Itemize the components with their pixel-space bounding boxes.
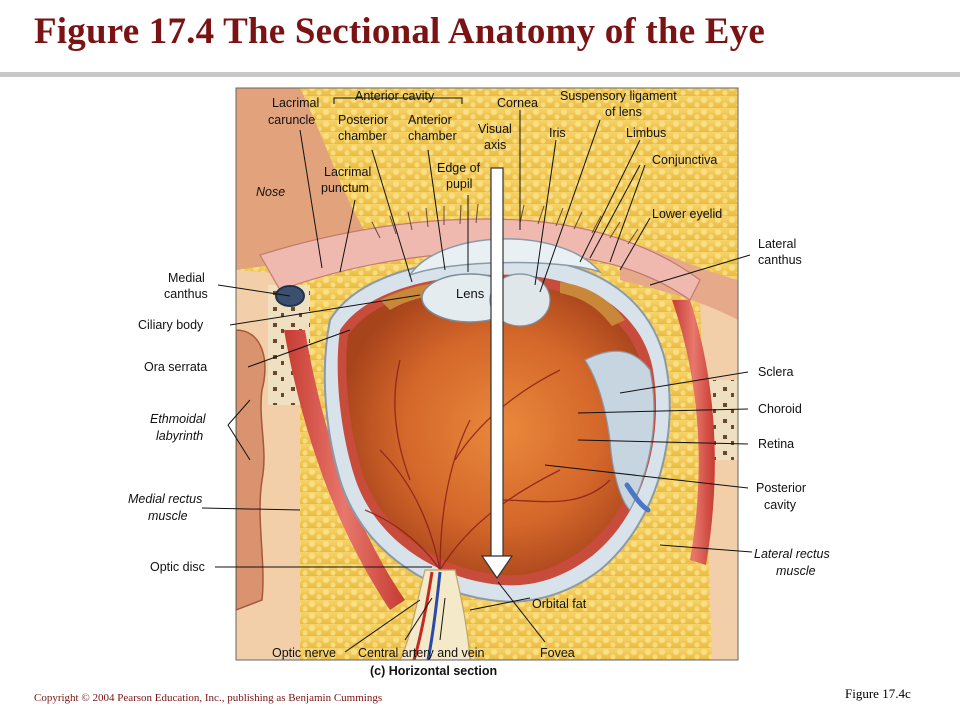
label-central-artery-vein: Central artery and vein bbox=[358, 646, 485, 660]
label-medial-rectus-2: muscle bbox=[148, 509, 188, 523]
page-title: Figure 17.4 The Sectional Anatomy of the… bbox=[34, 11, 765, 52]
label-lateral-canthus-2: canthus bbox=[758, 253, 802, 267]
label-conjunctiva: Conjunctiva bbox=[652, 153, 717, 167]
label-lacrimal-punctum-1: Lacrimal bbox=[324, 165, 371, 179]
medial-rectus-muscle bbox=[284, 330, 405, 610]
central-artery bbox=[412, 571, 434, 660]
copyright-notice: Copyright © 2004 Pearson Education, Inc.… bbox=[34, 692, 383, 704]
label-visual-axis-2: axis bbox=[484, 138, 506, 152]
retinal-vessels bbox=[364, 359, 611, 571]
label-lower-eyelid: Lower eyelid bbox=[652, 207, 722, 221]
label-suspensory-ligament-1: Suspensory ligament bbox=[560, 89, 677, 103]
central-vein bbox=[426, 571, 442, 660]
label-ora-serrata: Ora serrata bbox=[144, 360, 207, 374]
label-lacrimal-punctum-2: punctum bbox=[321, 181, 369, 195]
label-anterior-cavity: Anterior cavity bbox=[355, 89, 435, 103]
label-visual-axis-1: Visual bbox=[478, 122, 512, 136]
lateral-rectus-muscle bbox=[672, 300, 715, 565]
leader-lines bbox=[201, 110, 753, 653]
label-anterior-chamber-1: Anterior bbox=[408, 113, 452, 127]
eyelid-band bbox=[259, 218, 701, 301]
label-retina: Retina bbox=[758, 437, 794, 451]
label-anterior-chamber-2: chamber bbox=[408, 129, 457, 143]
label-lateral-rectus-1: Lateral rectus bbox=[754, 547, 830, 561]
ethmoidal-cells bbox=[236, 329, 266, 611]
label-medial-canthus-2: canthus bbox=[164, 287, 208, 301]
label-suspensory-ligament-2: of lens bbox=[605, 105, 642, 119]
eyelashes bbox=[371, 203, 639, 245]
lens-lateral bbox=[489, 273, 551, 327]
title-divider bbox=[0, 72, 960, 77]
label-ciliary-body: Ciliary body bbox=[138, 318, 204, 332]
label-posterior-chamber-1: Posterior bbox=[338, 113, 388, 127]
eye-illustration bbox=[236, 88, 738, 660]
label-optic-disc: Optic disc bbox=[150, 560, 205, 574]
anterior-cavity-bracket bbox=[333, 97, 463, 104]
label-lacrimal-caruncle-2: caruncle bbox=[268, 113, 315, 127]
label-choroid: Choroid bbox=[758, 402, 802, 416]
label-ethmoidal-labyrinth-1: Ethmoidal bbox=[150, 412, 207, 426]
label-orbital-fat: Orbital fat bbox=[532, 597, 587, 611]
vessel-cutaway bbox=[624, 482, 651, 513]
label-fovea: Fovea bbox=[540, 646, 575, 660]
label-posterior-cavity-1: Posterior bbox=[756, 481, 806, 495]
label-posterior-chamber-2: chamber bbox=[338, 129, 387, 143]
label-lacrimal-caruncle-1: Lacrimal bbox=[272, 96, 319, 110]
label-lateral-canthus-1: Lateral bbox=[758, 237, 796, 251]
label-medial-canthus-1: Medial bbox=[168, 271, 205, 285]
label-edge-of-pupil-1: Edge of bbox=[437, 161, 481, 175]
label-medial-rectus-1: Medial rectus bbox=[128, 492, 202, 506]
label-edge-of-pupil-2: pupil bbox=[446, 177, 472, 191]
diagram-caption: (c) Horizontal section bbox=[370, 664, 497, 678]
label-ethmoidal-labyrinth-2: labyrinth bbox=[156, 429, 203, 443]
iris-lateral bbox=[560, 282, 625, 326]
label-limbus: Limbus bbox=[626, 126, 666, 140]
label-lens: Lens bbox=[456, 286, 485, 301]
visual-axis-arrow bbox=[480, 167, 514, 580]
label-iris: Iris bbox=[549, 126, 566, 140]
label-optic-nerve: Optic nerve bbox=[272, 646, 336, 660]
label-posterior-cavity-2: cavity bbox=[764, 498, 797, 512]
label-cornea: Cornea bbox=[497, 96, 538, 110]
label-nose: Nose bbox=[256, 185, 285, 199]
sclera-cutaway bbox=[584, 350, 655, 512]
label-sclera: Sclera bbox=[758, 365, 793, 379]
label-lateral-rectus-2: muscle bbox=[776, 564, 816, 578]
figure-reference: Figure 17.4c bbox=[845, 686, 911, 701]
